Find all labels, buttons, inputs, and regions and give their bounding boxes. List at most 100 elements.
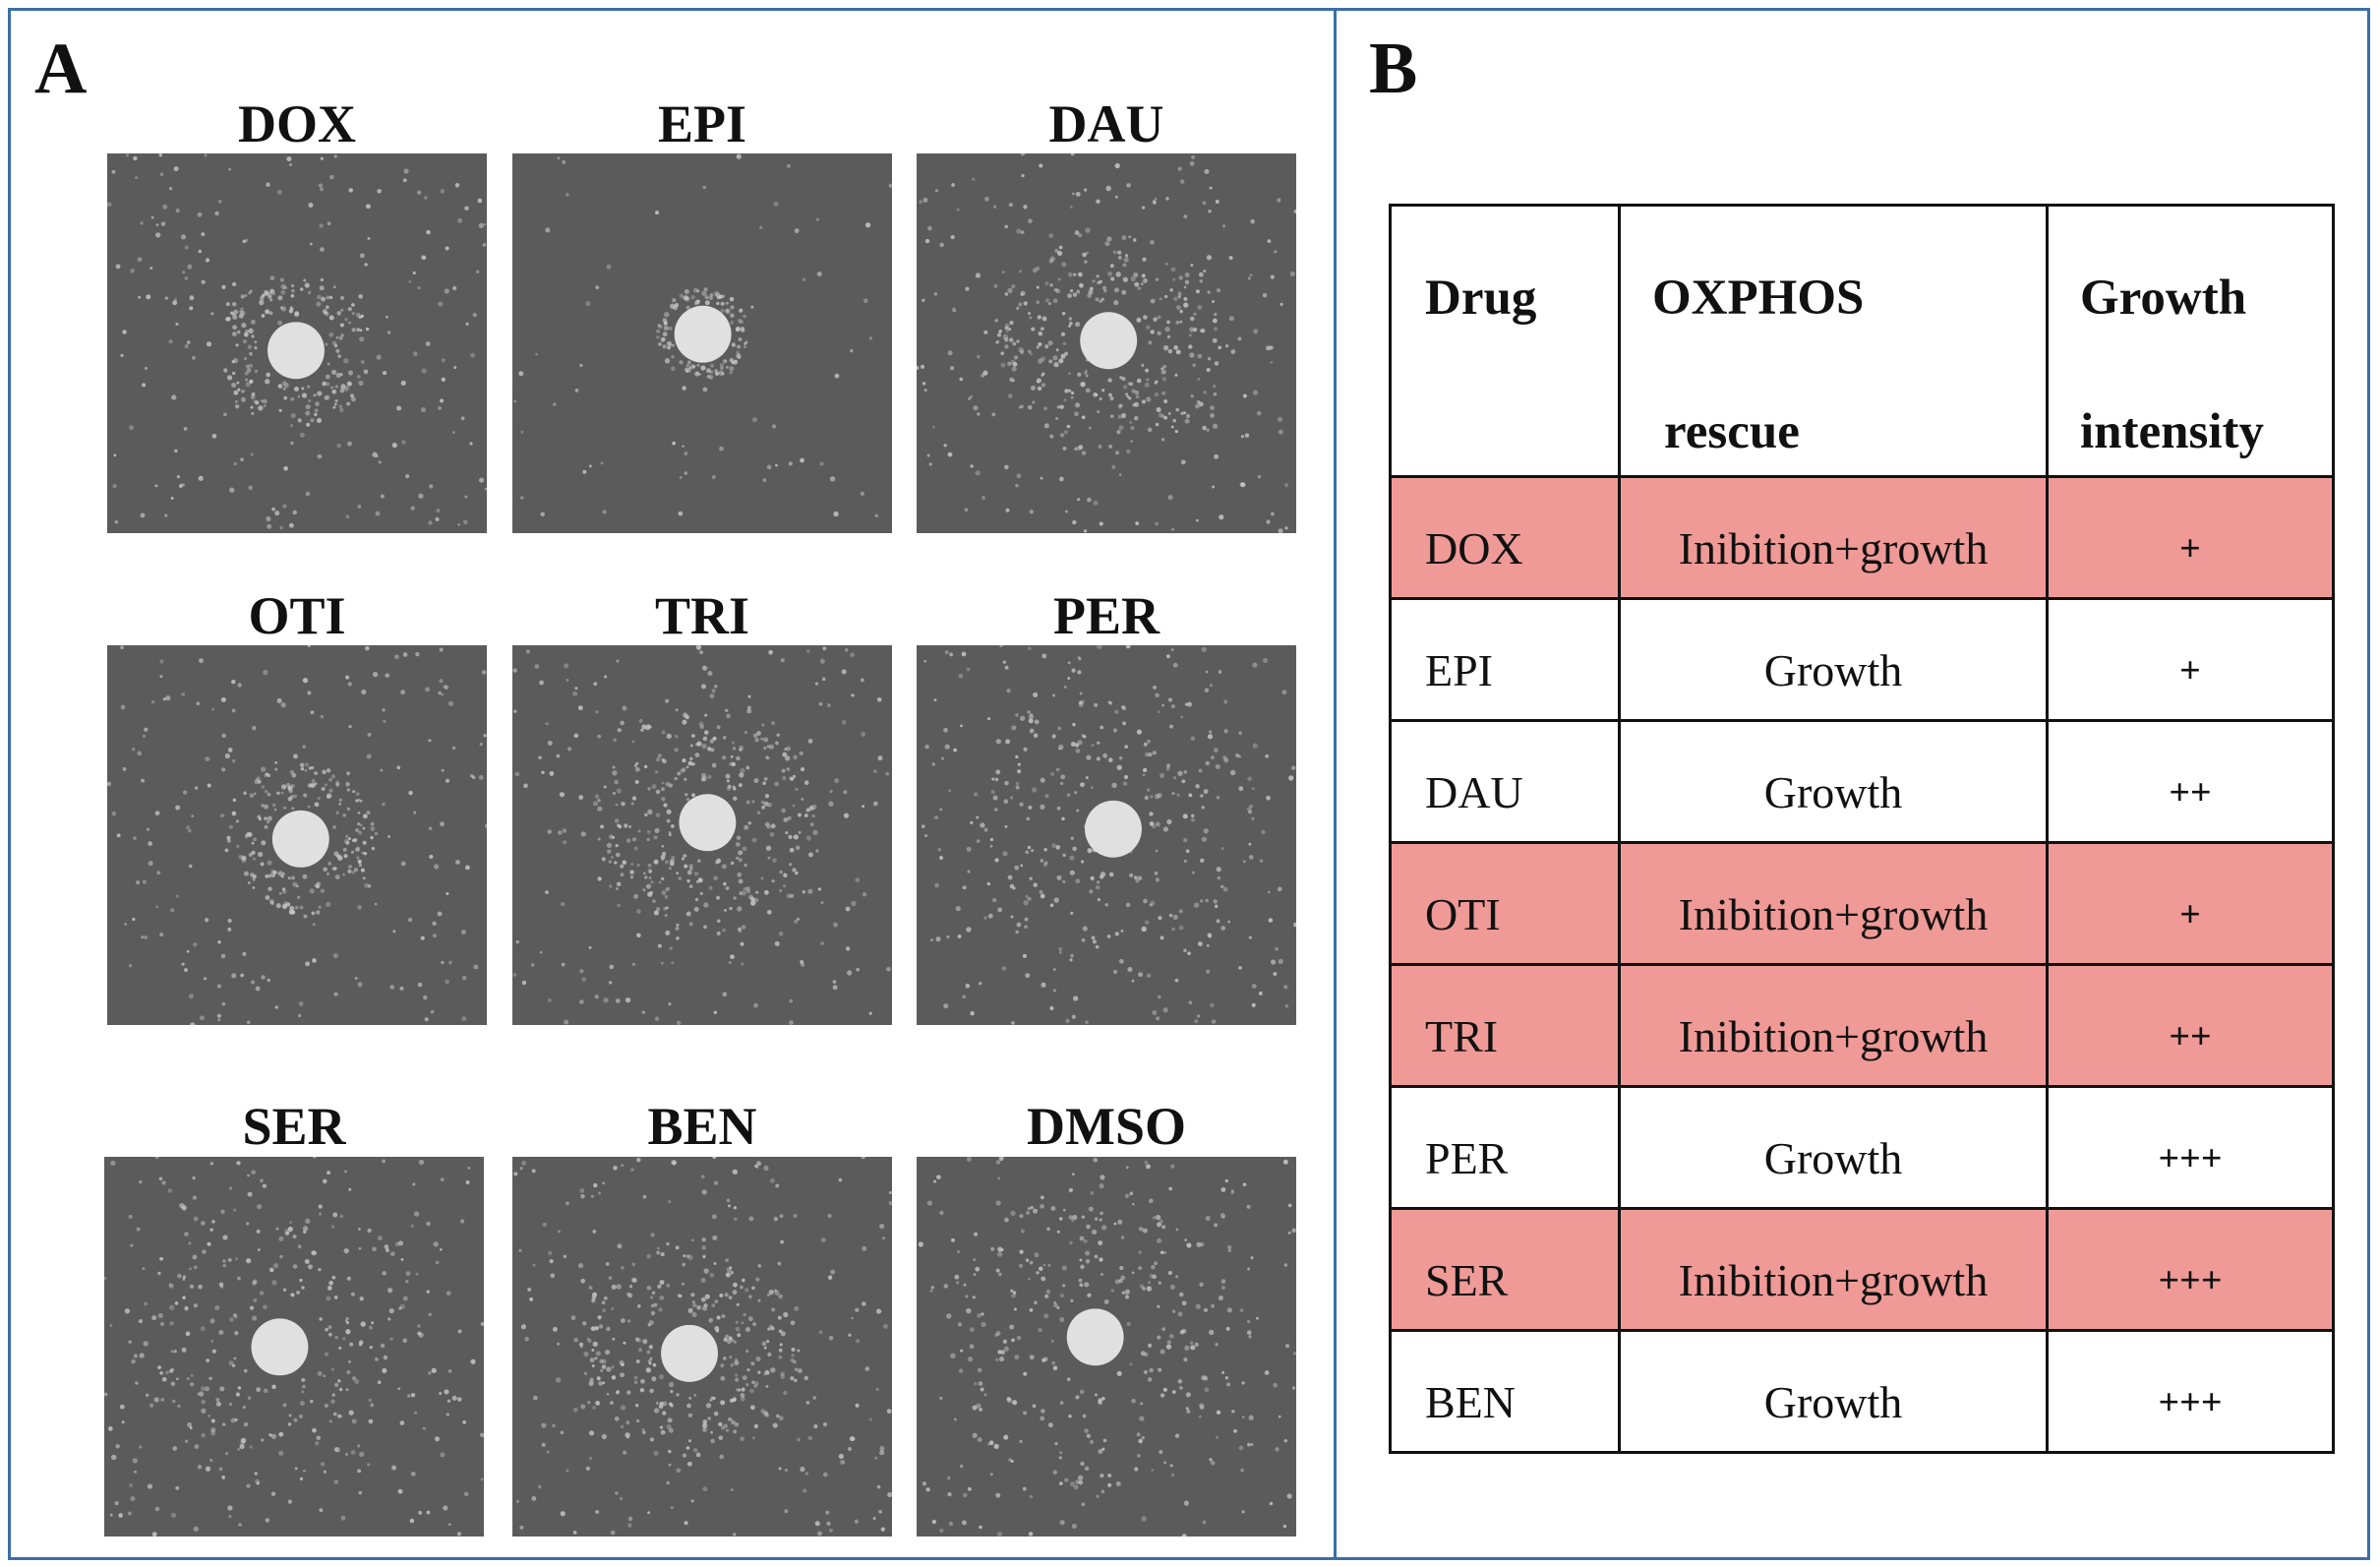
antibiotic-disc (1085, 800, 1142, 858)
colony (365, 327, 370, 331)
colony (260, 862, 265, 867)
colony (1080, 782, 1085, 788)
colony (736, 1302, 740, 1306)
colony (1008, 337, 1014, 342)
colony (650, 1310, 656, 1316)
colony (400, 1257, 404, 1261)
colony (357, 821, 361, 826)
colony (325, 305, 329, 310)
colony (1157, 1237, 1162, 1243)
colony (1117, 250, 1122, 255)
colony (994, 858, 999, 863)
colony (1084, 260, 1088, 264)
colony (258, 405, 264, 411)
colony (1085, 776, 1089, 780)
colony (1267, 239, 1272, 244)
colony (417, 982, 423, 988)
colony (1154, 1261, 1158, 1266)
colony (291, 772, 297, 778)
colony (1112, 250, 1117, 255)
colony (1204, 168, 1210, 175)
colony (1159, 772, 1165, 778)
colony (1189, 352, 1195, 358)
colony (1069, 206, 1073, 209)
colony (983, 916, 987, 920)
colony (789, 1020, 794, 1025)
colony (391, 1465, 397, 1471)
colony (1064, 510, 1068, 513)
colony (1212, 318, 1218, 324)
colony (1079, 1389, 1085, 1395)
colony (415, 1272, 419, 1276)
colony (1151, 1469, 1155, 1472)
colony (224, 753, 231, 759)
colony (780, 1374, 786, 1380)
colony (682, 1282, 684, 1286)
cell-drug: TRI (1389, 963, 1621, 1088)
colony (250, 394, 256, 399)
colony (272, 1263, 279, 1269)
colony (1081, 451, 1087, 455)
colony (1167, 1270, 1172, 1276)
colony (1009, 796, 1014, 800)
colony (1072, 292, 1078, 297)
colony (538, 755, 542, 759)
colony (1029, 1308, 1034, 1312)
colony (324, 1404, 328, 1409)
colony (924, 744, 929, 750)
colony (789, 998, 794, 1003)
colony (271, 874, 275, 878)
colony (993, 808, 998, 812)
colony (1070, 911, 1074, 915)
colony (1084, 369, 1088, 373)
colony (233, 1313, 237, 1317)
colony (737, 872, 743, 877)
colony (1020, 1229, 1025, 1234)
colony (1210, 405, 1215, 410)
colony (289, 1221, 292, 1225)
colony (460, 416, 465, 421)
colony (121, 1420, 125, 1424)
colony (261, 975, 266, 980)
colony (820, 941, 824, 945)
colony (1086, 1224, 1091, 1230)
colony (961, 651, 967, 657)
colony (346, 807, 351, 811)
colony (564, 663, 569, 669)
colony (1199, 1282, 1204, 1288)
colony (1058, 1217, 1063, 1221)
colony (668, 783, 674, 788)
colony (602, 510, 607, 514)
colony (131, 1358, 136, 1364)
colony (128, 964, 133, 968)
colony (593, 682, 598, 687)
colony (334, 1335, 338, 1340)
colony (1160, 1349, 1165, 1355)
colony (687, 760, 693, 766)
colony (1172, 914, 1178, 921)
colony (231, 679, 236, 685)
colony (808, 806, 814, 811)
colony (718, 1421, 723, 1427)
colony (733, 1533, 737, 1537)
colony (137, 257, 143, 263)
colony (240, 1437, 247, 1444)
colony (1269, 1501, 1274, 1506)
colony (1191, 154, 1196, 159)
header-oxphos-rescue: OXPHOS rescue (1618, 204, 2049, 478)
colony (725, 773, 731, 779)
colony (368, 1398, 373, 1403)
colony (1184, 418, 1190, 424)
colony (563, 1254, 567, 1259)
colony (196, 701, 201, 706)
colony (1184, 298, 1188, 301)
colony (1100, 1175, 1105, 1180)
colony (321, 787, 326, 792)
colony (580, 831, 586, 837)
colony (665, 930, 671, 935)
colony (1188, 793, 1193, 798)
colony (1061, 262, 1067, 268)
colony (254, 369, 258, 373)
colony (726, 713, 731, 719)
colony (968, 396, 972, 400)
